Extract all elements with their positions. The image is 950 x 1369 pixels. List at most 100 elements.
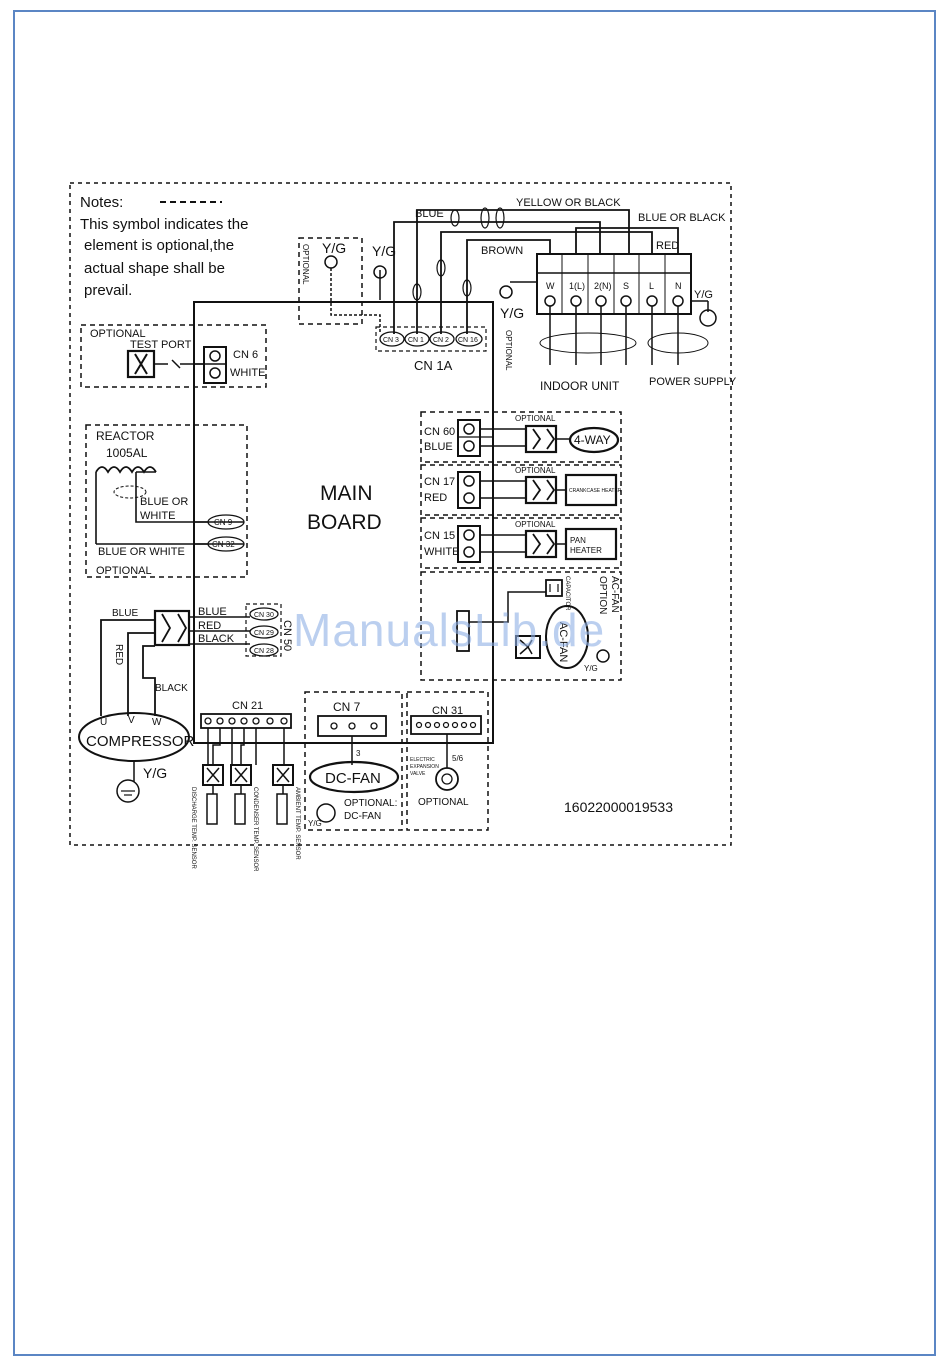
cn31-pins: 5/6: [452, 754, 464, 763]
eev-label-2: EXPANSION: [410, 764, 439, 770]
ac-fan-motor-label: AC-FAN: [557, 622, 569, 662]
wire-label-blue-or-black: BLUE OR BLACK: [638, 212, 726, 224]
dc-fan-optional-1: OPTIONAL:: [344, 798, 397, 809]
dc-fan-yg: Y/G: [308, 819, 322, 828]
cn17-color: RED: [424, 492, 447, 504]
part-number: 16022000019533: [564, 799, 673, 815]
cn31-box: [406, 691, 489, 831]
compressor-lead-blue: BLUE: [112, 608, 138, 619]
eev-label-1: ELECTRIC: [410, 757, 435, 763]
main-board-label-2: BOARD: [307, 511, 382, 534]
ambient-sensor-label: AMBIENT TEMP. SENSOR: [294, 787, 300, 860]
cn28-label: CN 28: [254, 648, 274, 655]
notes-title: Notes:: [80, 194, 123, 211]
cn1a-connector-cn3: CN 3: [383, 337, 399, 344]
dc-fan-label: DC-FAN: [325, 770, 381, 787]
terminal-label-l: L: [649, 281, 654, 291]
test-port-color: WHITE: [230, 367, 265, 379]
watermark: ManualsLib.de: [293, 604, 606, 656]
wire-label-yg-2: Y/G: [372, 243, 396, 259]
ac-fan-yg: Y/G: [584, 664, 598, 673]
ac-fan-top-label: AC-FAN: [609, 576, 620, 613]
compressor-wire-blue: BLUE: [198, 606, 227, 618]
cn60-label: CN 60: [424, 426, 455, 438]
compressor-terminal-w: W: [152, 717, 162, 728]
compressor-lead-red: RED: [113, 644, 124, 665]
reactor-wire-1: BLUE OR: [140, 496, 188, 508]
compressor-wire-black: BLACK: [198, 633, 235, 645]
test-port-optional: OPTIONAL: [90, 328, 146, 340]
yg-optional-box: [298, 237, 363, 325]
pan-heater-label-1: PAN: [570, 536, 586, 545]
compressor-label: COMPRESSOR: [86, 733, 195, 750]
reactor-cn32: CN 32: [212, 540, 235, 549]
cn30-label: CN 30: [254, 612, 274, 619]
terminal-label-s: S: [623, 281, 629, 291]
reactor-title: REACTOR: [96, 429, 155, 443]
pan-heater-label-2: HEATER: [570, 546, 602, 555]
terminal-labels: W 1(L) 2(N) S L N: [546, 281, 682, 291]
cn29-label: CN 29: [254, 630, 274, 637]
cn17-optional: OPTIONAL: [515, 466, 556, 475]
notes-line-1: This symbol indicates the: [80, 216, 248, 233]
eev-label-3: VALVE: [410, 771, 426, 777]
cn60-color: BLUE: [424, 441, 453, 453]
test-port-optional-box: [80, 324, 267, 388]
cn15-color: WHITE: [424, 546, 459, 558]
cn1a-title: CN 1A: [414, 358, 453, 373]
compressor-terminal-u: U: [100, 717, 107, 728]
indoor-unit-label: INDOOR UNIT: [540, 379, 620, 393]
cn31-optional: OPTIONAL: [418, 797, 469, 808]
four-way-valve-label: 4-WAY: [574, 433, 611, 447]
optional-vertical-2: OPTIONAL: [504, 330, 513, 371]
dc-fan-pins: 3: [356, 749, 361, 758]
main-board-label-1: MAIN: [320, 482, 373, 505]
notes-line-3: actual shape shall be: [84, 260, 225, 277]
test-port-label: TEST PORT: [130, 339, 192, 351]
power-supply-label: POWER SUPPLY: [649, 376, 737, 388]
cn17-block: [420, 464, 622, 516]
wire-label-red-top: RED: [656, 240, 679, 252]
reactor-optional: OPTIONAL: [96, 565, 152, 577]
cn50-label: CN 50: [281, 620, 293, 651]
cn60-block: [420, 411, 622, 463]
wire-label-yellow-or-black: YELLOW OR BLACK: [516, 197, 621, 209]
dc-fan-optional-2: DC-FAN: [344, 811, 381, 822]
cn21-title: CN 21: [232, 700, 263, 712]
cn60-optional: OPTIONAL: [515, 414, 556, 423]
reactor-model: 1005AL: [106, 446, 148, 460]
wire-label-brown: BROWN: [481, 245, 523, 257]
compressor-yg: Y/G: [143, 765, 167, 781]
wire-label-yg-4: Y/G: [694, 289, 713, 301]
terminal-label-w: W: [546, 281, 555, 291]
ac-fan-block: [420, 571, 622, 681]
ac-fan-option: OPTION: [597, 576, 608, 614]
terminal-label-2n: 2(N): [594, 281, 612, 291]
terminal-label-n: N: [675, 281, 682, 291]
compressor-lead-black: BLACK: [155, 683, 188, 694]
wire-label-blue-top: BLUE: [415, 208, 444, 220]
reactor-wire-2: BLUE OR WHITE: [98, 546, 185, 558]
dc-fan-box: [304, 691, 403, 831]
cn1a-connector-cn16: CN 16: [458, 337, 478, 344]
notes-line-4: prevail.: [84, 282, 132, 299]
compressor-wire-red: RED: [198, 620, 221, 632]
optional-vertical-1: OPTIONAL: [301, 244, 310, 285]
cn17-label: CN 17: [424, 476, 455, 488]
condenser-sensor-label: CONDENSER TEMP. SENSOR: [252, 787, 258, 872]
cn15-optional: OPTIONAL: [515, 520, 556, 529]
compressor-terminal-v: V: [128, 715, 135, 726]
reactor-cn9: CN 9: [214, 518, 233, 527]
reactor-optional-box: [85, 424, 248, 578]
discharge-sensor-label: DISCHARGE TEMP. SENSOR: [190, 787, 196, 869]
cn15-block: [420, 517, 622, 569]
cn1a-connector-cn1: CN 1: [408, 337, 424, 344]
diagram-dashed-border: [69, 182, 732, 846]
reactor-wire-1b: WHITE: [140, 510, 175, 522]
cn7-title: CN 7: [333, 700, 361, 714]
page-frame: [13, 10, 936, 1356]
crankcase-heater-label: CRANKCASE HEATER: [569, 488, 622, 494]
capacitor-label: CAPACITOR: [564, 576, 570, 611]
cn1a-connector-cn2: CN 2: [433, 337, 449, 344]
